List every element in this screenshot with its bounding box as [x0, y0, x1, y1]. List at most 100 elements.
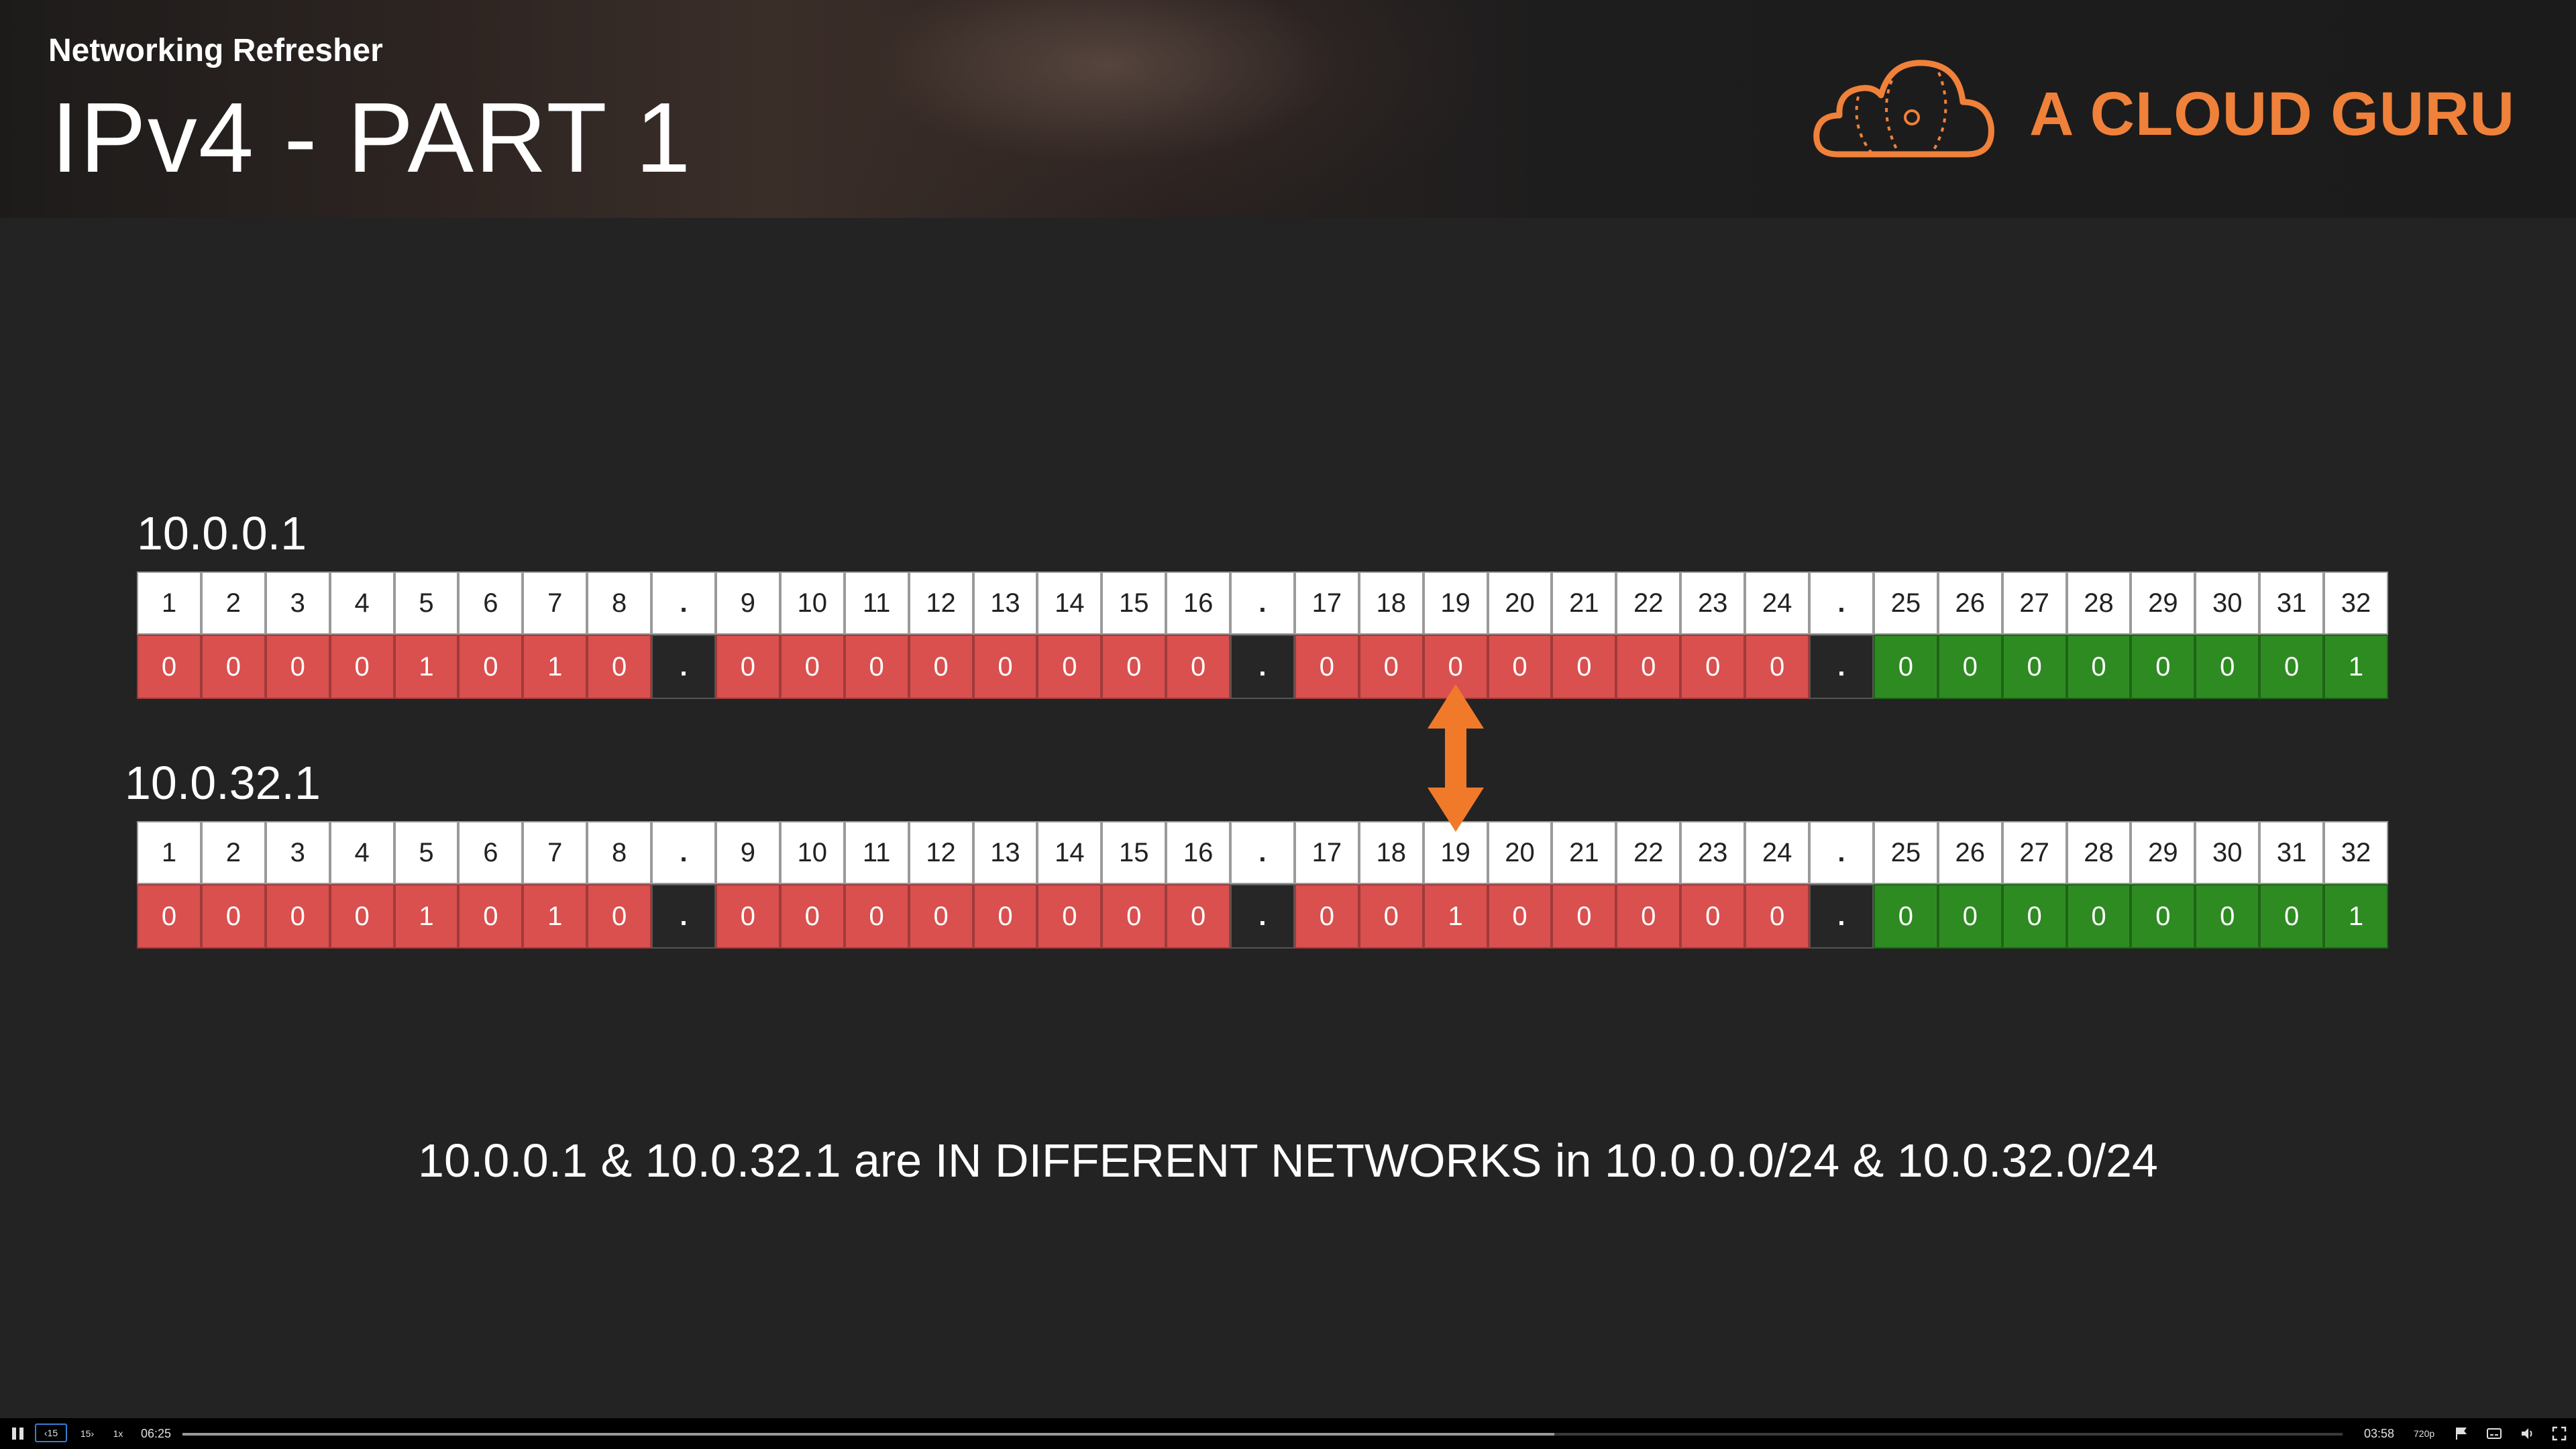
bit-position-label: 2 — [201, 821, 266, 884]
bit-position-label: 25 — [1873, 821, 1938, 884]
network-bit-cell: 0 — [908, 635, 973, 699]
bit-position-label: 1 — [137, 572, 201, 635]
bit-position-label: 12 — [908, 572, 973, 635]
network-bit-cell: 0 — [715, 884, 780, 949]
network-bit-cell: 0 — [780, 884, 845, 949]
bit-position-label: 23 — [1680, 572, 1746, 635]
bit-position-label: 11 — [844, 572, 909, 635]
ip1-label: 10.0.0.1 — [137, 507, 307, 559]
network-bit-cell: 0 — [201, 884, 266, 949]
network-bit-cell: 0 — [1358, 884, 1424, 949]
bit-position-label: 4 — [329, 572, 394, 635]
network-bit-cell: 0 — [265, 635, 330, 699]
host-bit-cell: 0 — [2259, 635, 2324, 699]
bit-position-label: 10 — [780, 821, 845, 884]
network-bit-cell: 0 — [137, 884, 201, 949]
bit-position-label: 12 — [908, 821, 973, 884]
network-bit-cell: 0 — [1552, 884, 1617, 949]
bit-position-label: 32 — [2324, 572, 2388, 635]
network-bit-cell: 1 — [394, 884, 459, 949]
volume-button[interactable] — [2520, 1426, 2536, 1441]
fullscreen-button[interactable] — [2552, 1426, 2567, 1441]
octet-separator: . — [1230, 572, 1295, 635]
bit-position-label: 13 — [973, 821, 1038, 884]
octet-separator: . — [1809, 635, 1874, 699]
presenter-background — [738, 0, 1476, 218]
octet-separator: . — [651, 572, 716, 635]
bit-position-label: 15 — [1102, 572, 1167, 635]
network-bit-cell: 0 — [973, 635, 1038, 699]
network-bit-cell: 0 — [1166, 884, 1231, 949]
bit-position-label: 9 — [715, 572, 780, 635]
host-bit-cell: 0 — [2002, 635, 2067, 699]
bit-position-label: 22 — [1616, 821, 1681, 884]
bit-position-label: 3 — [265, 572, 330, 635]
cloud-icon — [1813, 60, 1994, 158]
host-bit-cell: 1 — [2324, 635, 2388, 699]
network-bit-cell: 0 — [844, 635, 909, 699]
bit-position-label: 6 — [458, 572, 523, 635]
pause-button[interactable] — [11, 1425, 27, 1442]
bit-position-label: 24 — [1745, 821, 1810, 884]
bit-position-label: 8 — [587, 572, 652, 635]
network-bit-cell: 0 — [715, 635, 780, 699]
quality-button[interactable]: 720p — [2414, 1428, 2435, 1439]
bit-position-label: 8 — [587, 821, 652, 884]
network-bit-cell: 1 — [523, 635, 588, 699]
host-bit-cell: 0 — [2002, 884, 2067, 949]
playback-speed-button[interactable]: 1x — [113, 1428, 123, 1439]
bit-position-label: 16 — [1166, 572, 1231, 635]
bit-position-label: 29 — [2131, 821, 2196, 884]
captions-icon — [2487, 1428, 2502, 1439]
host-bit-cell: 0 — [2066, 635, 2131, 699]
bit-position-label: 11 — [844, 821, 909, 884]
octet-separator: . — [1230, 884, 1295, 949]
octet-separator: . — [1230, 635, 1295, 699]
forward-15-button[interactable]: 15› — [80, 1428, 95, 1439]
octet-separator: . — [1809, 572, 1874, 635]
bit-position-label: 14 — [1037, 572, 1102, 635]
octet-separator: . — [651, 821, 716, 884]
bit-position-label: 19 — [1423, 572, 1488, 635]
network-bit-cell: 0 — [1745, 635, 1810, 699]
network-bit-cell: 0 — [1037, 635, 1102, 699]
bit-position-label: 7 — [523, 821, 588, 884]
host-bit-cell: 0 — [1937, 635, 2002, 699]
network-bit-cell: 0 — [780, 635, 845, 699]
host-bit-cell: 0 — [1873, 635, 1938, 699]
video-header: Networking Refresher IPv4 - PART 1 A CLO… — [0, 0, 2576, 218]
network-bit-cell: 0 — [329, 884, 394, 949]
volume-icon — [2522, 1428, 2532, 1439]
bit-position-label: 27 — [2002, 821, 2067, 884]
bit-position-label: 17 — [1294, 821, 1359, 884]
network-bit-cell: 0 — [587, 635, 652, 699]
rewind-15-button[interactable]: ‹15 — [35, 1424, 67, 1442]
network-bit-cell: 0 — [1552, 635, 1617, 699]
brand-logo: A CLOUD GURU — [1811, 54, 2516, 168]
host-bit-cell: 1 — [2324, 884, 2388, 949]
flag-button[interactable] — [2454, 1426, 2469, 1441]
octet-separator: . — [651, 884, 716, 949]
slide-caption: 10.0.0.1 & 10.0.32.1 are IN DIFFERENT NE… — [418, 1134, 2158, 1187]
progress-bar[interactable] — [182, 1433, 2343, 1436]
network-bit-cell: 0 — [1745, 884, 1810, 949]
double-arrow-icon — [1428, 684, 1484, 832]
bit-position-label: 24 — [1745, 572, 1810, 635]
network-bit-cell: 0 — [265, 884, 330, 949]
network-bit-cell: 0 — [1294, 635, 1359, 699]
bit-position-label: 2 — [201, 572, 266, 635]
bit-position-label: 22 — [1616, 572, 1681, 635]
progress-fill — [182, 1433, 1554, 1436]
remaining-time: 03:58 — [2364, 1427, 2395, 1440]
bit-position-label: 30 — [2195, 821, 2260, 884]
bit-position-label: 31 — [2259, 572, 2324, 635]
pause-icon — [12, 1428, 16, 1440]
octet-separator: . — [1809, 884, 1874, 949]
captions-button[interactable] — [2486, 1426, 2502, 1441]
ip2-label: 10.0.32.1 — [125, 757, 321, 809]
bit-position-label: 15 — [1102, 821, 1167, 884]
bit-position-label: 3 — [265, 821, 330, 884]
bit-position-label: 16 — [1166, 821, 1231, 884]
network-bit-cell: 0 — [137, 635, 201, 699]
